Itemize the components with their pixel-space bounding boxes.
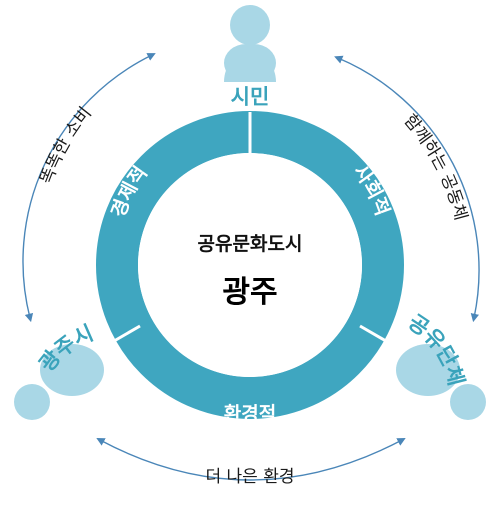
arrow-icon — [96, 438, 406, 481]
relation-label-together-community: 함께하는 공동체 — [400, 111, 471, 223]
person-icon — [14, 344, 104, 420]
arrow-icon — [22, 53, 156, 323]
center-subtitle: 공유문화도시 — [198, 233, 303, 255]
ring-divider — [359, 324, 399, 350]
person-icon — [224, 5, 276, 82]
relation-label-better-environment: 더 나은 환경 — [205, 467, 294, 487]
person-icon — [396, 344, 486, 420]
relation-label-smart-consumption: 똑똑한 소비 — [37, 103, 96, 186]
arrow-icon — [334, 55, 480, 323]
ring-divider — [101, 324, 141, 350]
actor-label-citizen: 시민 — [231, 85, 270, 109]
ring-label-environmental: 환경적 — [224, 403, 276, 425]
ring — [96, 111, 404, 419]
center-title: 광주 — [222, 275, 277, 310]
